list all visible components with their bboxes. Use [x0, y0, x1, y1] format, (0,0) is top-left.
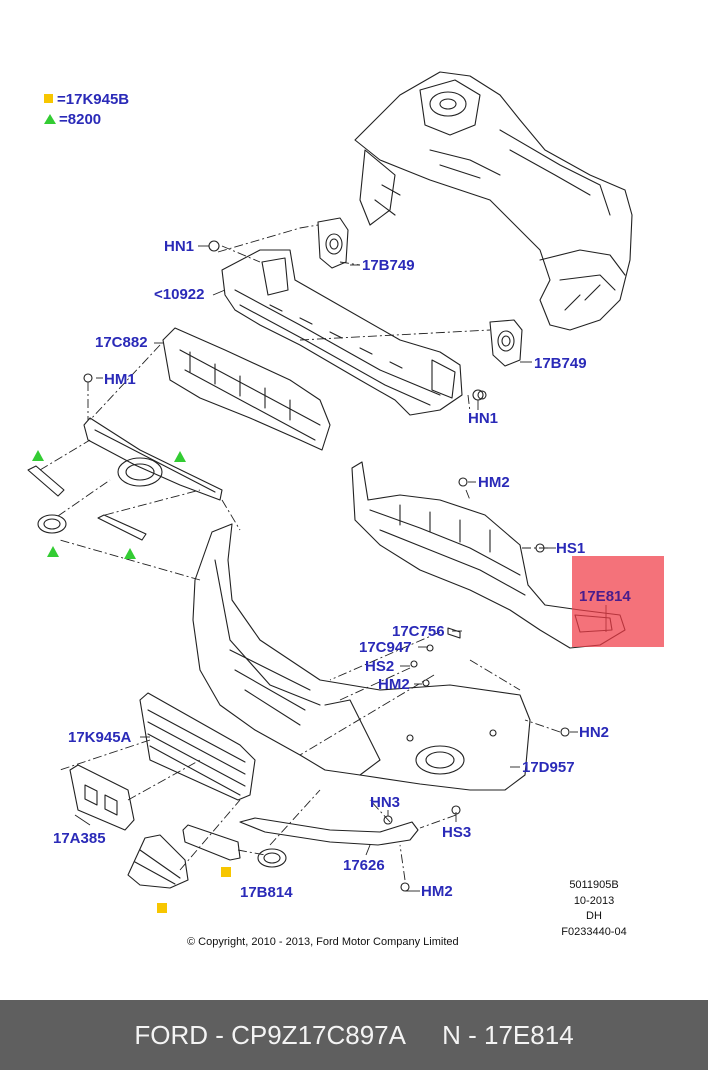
bracket-17b749-right: [489, 319, 523, 367]
callout-17d957: 17D957: [522, 759, 575, 776]
fasteners: [83, 240, 570, 892]
callout-hm2-mid: HM2: [378, 676, 410, 693]
legend-item-triangle: =8200: [44, 112, 101, 127]
footer-bar: FORD - CP9Z17C897A N - 17E814: [0, 1000, 708, 1070]
bumper-reinforcement-10922: [221, 249, 487, 416]
green-triangle-icon: [174, 451, 186, 462]
energy-absorber-17c882: [162, 327, 331, 451]
legend-item-square: =17K945B: [44, 92, 129, 107]
emblem: [37, 514, 67, 534]
green-triangle-icon: [47, 546, 59, 557]
callout-17626: 17626: [343, 857, 385, 874]
label-leaders: [74, 245, 607, 892]
callout-hm2-bottom: HM2: [421, 883, 453, 900]
callout-hn3: HN3: [370, 794, 401, 811]
copyright: © Copyright, 2010 - 2013, Ford Motor Com…: [187, 936, 459, 948]
callout-17b749-top: 17B749: [362, 257, 415, 274]
lower-trim-strip: [97, 514, 147, 541]
fog-lamp-ring: [257, 848, 287, 868]
callout-17e814: 17E814: [579, 588, 631, 605]
meta-line-4: F0233440-04: [561, 925, 627, 938]
grille: [83, 417, 223, 501]
footer-part-number: FORD - CP9Z17C897A: [134, 1019, 406, 1050]
yellow-square-icon: [157, 903, 167, 913]
green-triangle-icon: [32, 450, 44, 461]
callout-17c756: 17C756: [392, 623, 445, 640]
bracket-17b814: [182, 824, 241, 861]
meta-line-1: 5011905B: [569, 879, 619, 891]
diagram-metadata: 5011905B 10-2013 DH F0233440-04: [552, 878, 636, 940]
front-body-structure: [354, 71, 633, 331]
yellow-square-icon: [44, 94, 53, 103]
callout-hm2-top: HM2: [478, 474, 510, 491]
callout-17a385: 17A385: [53, 830, 106, 847]
legend-text: =8200: [59, 111, 102, 128]
callout-17c947: 17C947: [359, 639, 412, 656]
callout-17b814: 17B814: [240, 884, 293, 901]
green-triangle-icon: [124, 548, 136, 559]
callout-hn1-mid: HN1: [468, 410, 499, 427]
callout-10922: <10922: [154, 286, 205, 303]
parts-diagram: [27, 71, 633, 892]
callout-hs2: HS2: [365, 658, 395, 675]
callout-17b749-right: 17B749: [534, 355, 587, 372]
callout-hn1-top: HN1: [164, 238, 195, 255]
meta-line-3: DH: [586, 910, 602, 922]
leader-lines: [39, 224, 561, 881]
footer-gap: [406, 1020, 442, 1051]
grille-trim-left: [27, 465, 65, 497]
callout-hm1: HM1: [104, 371, 136, 388]
bracket-17b749-left: [317, 217, 349, 269]
callout-17c882: 17C882: [95, 334, 148, 351]
yellow-square-icon: [221, 867, 231, 877]
callout-17k945a: 17K945A: [68, 729, 132, 746]
lower-grille-17k945a: [139, 692, 256, 801]
lower-spoiler-17626: [239, 817, 419, 846]
callout-hs1: HS1: [556, 540, 586, 557]
legend-text: =17K945B: [57, 91, 130, 108]
bumper-cover-17d957: [192, 523, 531, 791]
highlight-17e814: [572, 556, 664, 647]
meta-line-2: 10-2013: [573, 894, 615, 907]
bracket-17a385: [69, 764, 135, 831]
fog-lamp-bezel: [127, 834, 189, 889]
footer-reference: N - 17E814: [442, 1019, 574, 1050]
green-triangle-icon: [44, 114, 56, 124]
callout-hn2: HN2: [579, 724, 610, 741]
callout-hs3: HS3: [442, 824, 472, 841]
